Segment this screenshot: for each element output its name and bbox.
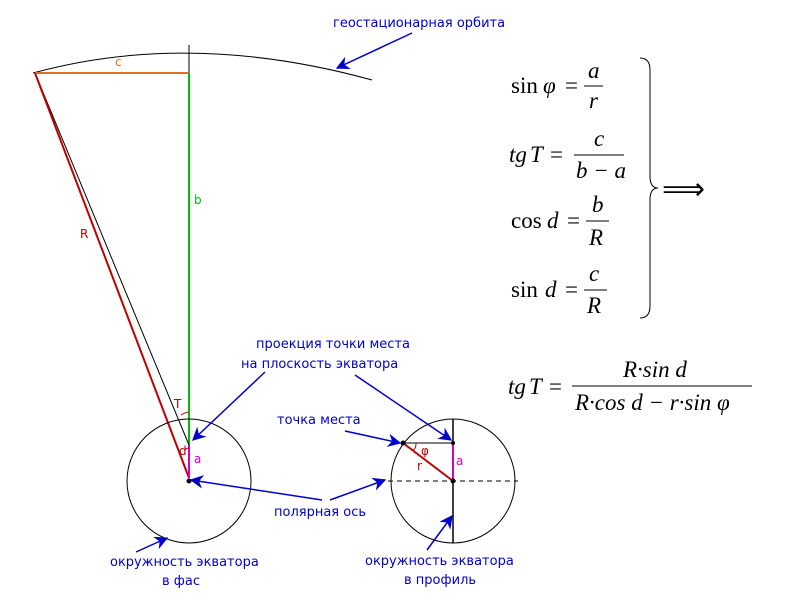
arrow-projection-front [192,371,266,441]
angle-T-arc [180,411,190,416]
formula-cos-d: cos d = b R [511,192,609,250]
right-brace [639,57,659,319]
symbol-d: d [179,444,187,458]
f1-var: φ [543,73,556,98]
arrow-polar-axis-front [189,475,323,501]
arrow-equator-profile [426,514,453,551]
center-profile-dot [450,478,456,484]
label-projection-1: проекция точки места [256,337,410,352]
final-var: T [529,374,544,399]
angle-phi-arc [411,442,417,451]
f4-eq: = [565,277,578,302]
f3-eq: = [567,208,580,233]
label-equator-profile-1: окружность экватора [365,554,514,569]
line-to-T [34,72,190,446]
arrow-equator-front [135,536,169,553]
symbol-r: r [417,459,422,473]
f4-fn: sin [511,277,538,302]
equator-front-circle [126,418,252,544]
segment-R [34,72,190,479]
f2-den: b − a [576,158,626,183]
f3-var: d [547,208,559,233]
f3-fn: cos [511,208,542,233]
geostationary-orbit-arc [32,52,373,81]
symbol-T: T [173,397,182,411]
formula-sin-d: sin d = c R [511,261,607,318]
f2-var: T [530,142,545,167]
f4-var: d [545,277,557,302]
arrow-polar-axis-profile [329,477,387,501]
f2-eq: = [550,142,563,167]
f4-num: c [589,261,599,286]
symbol-a-front: a [194,452,201,466]
formula-sin-phi: sin φ = a r [511,58,603,113]
symbol-R: R [80,227,88,241]
f1-num: a [588,58,600,83]
symbol-phi: φ [421,444,429,458]
f1-den: r [589,88,599,113]
f2-num: c [594,126,604,151]
f1-eq: = [565,73,578,98]
label-place-point: точка места [277,413,361,428]
label-polar-axis: полярная ось [274,505,366,520]
formula-final: tg T = R·sin d R·cos d − r·sin φ [508,357,752,415]
arrow-geo-orbit [335,32,413,69]
final-fn: tg [508,374,526,399]
angle-d-arc [183,447,190,451]
label-equator-profile-2: в профиль [404,573,476,588]
f3-den: R [588,225,603,250]
symbol-c: c [115,55,122,69]
symbol-a-profile: a [456,454,463,468]
profile-top-dot [451,441,455,445]
label-equator-front-2: в фас [162,574,200,589]
symbol-b: b [194,193,202,207]
arrow-projection-profile [354,374,453,441]
f2-fn: tg [509,142,527,167]
final-eq: = [549,374,562,399]
center-front-dot [186,478,192,484]
implies-symbol: ⟹ [662,172,705,207]
place-point-dot [400,440,406,446]
label-projection-2: на плоскость экватора [241,357,398,372]
arrow-place-point [344,430,402,448]
label-equator-front-1: окружность экватора [110,555,259,570]
f3-num: b [592,192,604,217]
final-num: R·sin d [622,357,687,382]
formula-tg-T: tg T = c b − a [509,126,626,183]
final-den: R·cos d − r·sin φ [574,390,730,415]
f4-den: R [586,293,601,318]
f1-fn: sin [511,73,538,98]
label-geo-orbit: геостационарная орбита [333,16,505,31]
segment-r [402,442,454,482]
